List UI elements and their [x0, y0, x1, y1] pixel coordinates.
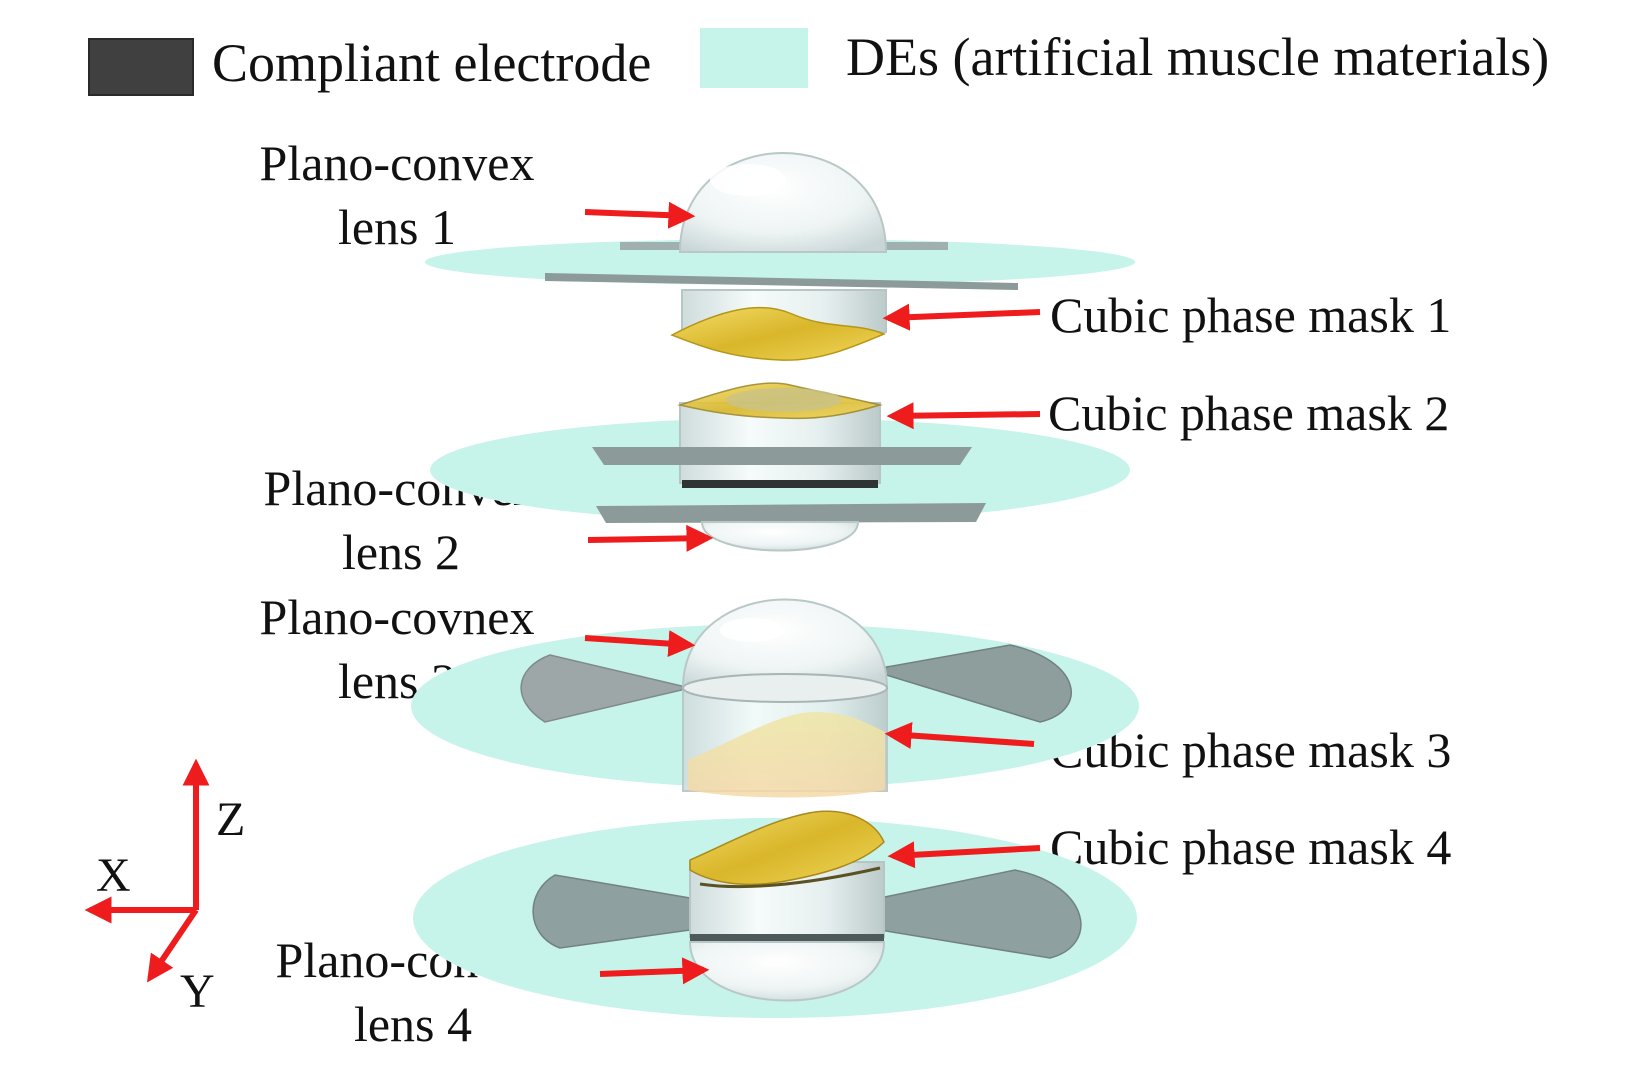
- lens-3-highlight: [720, 618, 784, 642]
- lens-1-label: Plano-convex lens 1: [232, 138, 562, 252]
- lens-4-label-line2: lens 4: [353, 996, 473, 1052]
- electrode-film-1-lower: [545, 273, 1018, 290]
- axis-y-line: [146, 908, 199, 983]
- coordinate-axes: [84, 758, 210, 983]
- axis-z-label: Z: [216, 793, 246, 846]
- de-film-1: [425, 239, 1135, 285]
- arrow-mask-2: [886, 402, 1041, 430]
- electrode-ring-2: [682, 480, 878, 488]
- axis-y-label: Y: [180, 965, 215, 1018]
- electrode-wing-4-right: [879, 869, 1082, 959]
- legend-electrode-swatch: [88, 38, 194, 96]
- lens-1-dome: [678, 152, 888, 253]
- legend-electrode-label: Compliant electrode: [212, 33, 652, 93]
- electrode-wing-3-right: [869, 644, 1072, 723]
- arrow-lens-4: [599, 957, 710, 985]
- axis-x-label: X: [96, 849, 131, 902]
- electrode-wing-4-left: [532, 874, 691, 949]
- lens-1-label-line1: Plano-convex: [259, 135, 535, 191]
- mask-1-label: Cubic phase mask 1: [1050, 287, 1452, 343]
- lens-3-label-line1: Plano-covnex: [259, 589, 535, 645]
- lens-2-dome: [700, 521, 860, 552]
- arrow-mask-3: [884, 722, 1035, 749]
- arrow-mask-4: [887, 841, 1041, 869]
- mask-2-inner: [726, 388, 842, 412]
- legend-de-label: DEs (artificial muscle materials): [846, 27, 1550, 87]
- cubic-mask-3: [688, 712, 885, 798]
- electrode-ring-4: [690, 934, 884, 942]
- electrode-film-2-lower: [596, 503, 986, 523]
- cubic-mask-1: [670, 306, 886, 361]
- lens-3-label: Plano-covnex lens 3: [232, 592, 562, 706]
- lens-1-label-line2: lens 1: [337, 199, 457, 255]
- legend-de-swatch: [700, 28, 808, 88]
- mask-4-edge: [699, 866, 881, 889]
- arrow-lens-1: [584, 201, 696, 229]
- electrode-film-2-upper: [592, 447, 972, 465]
- pointer-arrows: [584, 201, 1041, 985]
- lens-1-highlight: [710, 164, 786, 196]
- electrode-wing-3-left: [520, 654, 691, 723]
- cubic-mask-4: [689, 810, 885, 886]
- mask-2-label: Cubic phase mask 2: [1048, 385, 1450, 441]
- assembly-2: [430, 382, 1130, 552]
- arrow-lens-2: [587, 524, 714, 552]
- arrow-lens-3: [584, 630, 696, 658]
- assembly-3: [411, 598, 1139, 798]
- assembly-4: [413, 810, 1137, 1018]
- electrode-disk-3: [682, 673, 888, 703]
- assembly-1: [425, 152, 1135, 361]
- lens-2-label-line2: lens 2: [341, 524, 461, 580]
- arrow-mask-1: [882, 303, 1041, 331]
- mask-4-label: Cubic phase mask 4: [1050, 819, 1452, 875]
